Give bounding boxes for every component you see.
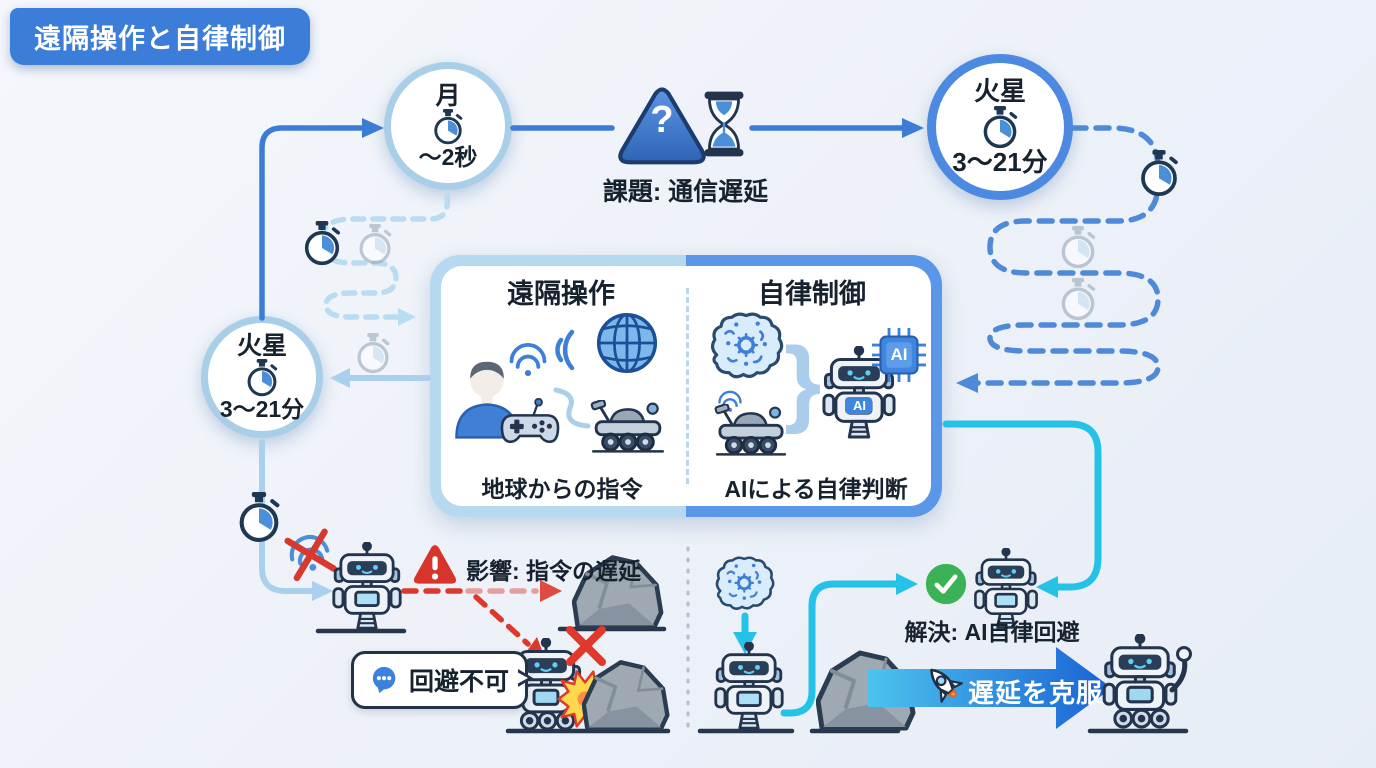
- arrowhead-left: [956, 373, 978, 393]
- rock-icon: [584, 662, 668, 728]
- ai-brain-icon: [715, 556, 775, 611]
- overcome-label: 遅延を克服: [968, 678, 1104, 708]
- autonomy-heading: 自律制御: [758, 279, 866, 309]
- connector-moon-delay-serpentine: [318, 193, 451, 326]
- mars-left-label: 火星: [236, 331, 287, 360]
- stopwatch-icon: [981, 106, 1019, 149]
- connector-mars-left-to-moon: [259, 118, 384, 321]
- connector-brain-to-robot: [733, 612, 757, 654]
- stopwatch-icon: [304, 221, 341, 266]
- ai-chip-label: AI: [890, 345, 908, 364]
- arrowhead-left: [330, 368, 350, 388]
- connector-box-to-mars-left: [330, 368, 431, 388]
- mars-left-delay: 3〜21分: [219, 396, 305, 423]
- node-mars-top: 火星 3〜21分: [927, 54, 1073, 200]
- stopwatch-faded-icon: [1061, 278, 1096, 321]
- wifi-blocked-icon: [284, 528, 338, 582]
- connector-moon-to-mars-top: [510, 118, 924, 138]
- hourglass-icon: [703, 90, 745, 158]
- stopwatch-icon: [432, 109, 464, 145]
- waiting-robot-icon: [332, 542, 402, 630]
- mars-top-delay: 3〜21分: [952, 146, 1048, 177]
- question-mark: ?: [650, 99, 674, 141]
- stopwatch-icon: [242, 492, 278, 540]
- moon-delay: 〜2秒: [418, 144, 478, 171]
- teleop-caption: 地球からの指令: [481, 476, 643, 502]
- arrowhead-left: [1036, 576, 1058, 598]
- arrowhead-right: [398, 308, 416, 326]
- connector-box-to-success: [942, 420, 1102, 598]
- waving-arm: [1169, 646, 1192, 693]
- comparison-divider: [686, 288, 689, 484]
- challenge-label: 課題: 通信遅延: [602, 178, 769, 206]
- connector-mars-left-to-failure: [259, 439, 333, 601]
- cross-icon: [566, 626, 606, 666]
- node-mars-left: 火星 3〜21分: [201, 316, 323, 438]
- warning-triangle-icon: [413, 545, 457, 584]
- arrowhead-right: [902, 118, 924, 138]
- moon-label: 月: [435, 81, 461, 110]
- stopwatch-faded-icon: [359, 224, 392, 265]
- arrowhead-right: [312, 581, 333, 601]
- chat-icon: [372, 666, 396, 694]
- connector-delayed-command: [401, 580, 562, 661]
- stopwatch-icon: [245, 359, 279, 397]
- arrowhead-down: [733, 632, 757, 654]
- brace-glyph: }: [784, 328, 822, 435]
- speech-bubble: 回避不可: [351, 651, 534, 709]
- robot-chest-label: AI: [853, 398, 866, 413]
- teleop-heading: 遠隔操作: [507, 279, 615, 309]
- rocket-icon: [922, 662, 967, 707]
- title-badge: 遠隔操作と自律制御: [10, 8, 310, 65]
- explosion-icon: [557, 670, 613, 728]
- stopwatch-faded-icon: [1061, 226, 1096, 269]
- stopwatch-icon: [1141, 150, 1178, 197]
- arrowhead-right: [896, 573, 918, 595]
- check-icon: [926, 564, 966, 604]
- arrowhead-diagonal: [524, 637, 546, 661]
- stopwatch-faded-icon: [357, 333, 390, 374]
- solution-label: 解決: AI自律回避: [904, 619, 1080, 645]
- autonomy-caption: AIによる自律判断: [724, 476, 908, 502]
- mars-top-label: 火星: [973, 76, 1026, 107]
- arrowhead-right: [362, 118, 384, 138]
- node-moon: 月 〜2秒: [384, 62, 512, 190]
- impact-label: 影響: 指令の遅延: [466, 558, 642, 584]
- happy-robot-icon: [1102, 634, 1178, 729]
- bubble-label: 回避不可: [409, 668, 510, 696]
- autonomous-robot-icon: [714, 642, 784, 730]
- rock-icon: [818, 653, 913, 728]
